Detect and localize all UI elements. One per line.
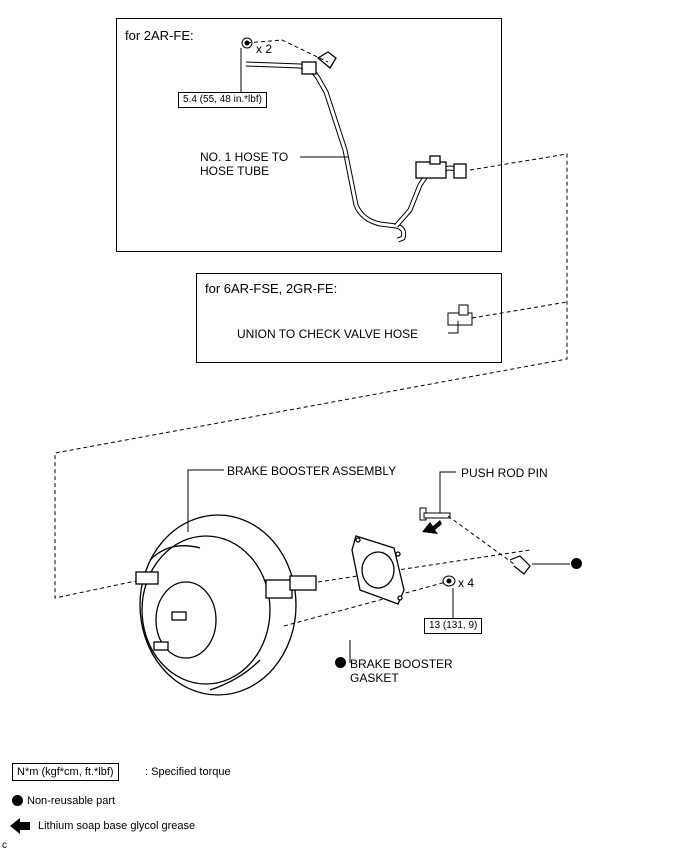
bolt-dashed-line xyxy=(246,39,329,63)
union-drawing xyxy=(447,304,473,326)
box-6ar-title: for 6AR-FSE, 2GR-FE: xyxy=(205,281,338,296)
torque-box-nut: 13 (131, 9) xyxy=(424,618,483,634)
booster-dashed-axis xyxy=(317,549,531,583)
clip-drawing xyxy=(509,555,531,575)
legend-torque-box: N*m (kgf*cm, ft.*lbf) xyxy=(12,763,119,781)
union-label: UNION TO CHECK VALVE HOSE xyxy=(237,327,419,341)
box-2ar-title: for 2AR-FE: xyxy=(125,28,194,43)
box-2ar-fe xyxy=(116,18,502,252)
gasket-label-line2: GASKET xyxy=(350,671,399,685)
connection-dashed-frame xyxy=(54,153,568,599)
nut-drawing xyxy=(442,575,456,587)
legend-non-reusable: Non-reusable part xyxy=(27,795,116,807)
torque-box-top: 5.4 (55, 48 in.*lbf) xyxy=(178,92,267,108)
gasket-drawing xyxy=(351,535,405,605)
hose-tube-drawing xyxy=(245,51,467,243)
legend-non-reusable-dot xyxy=(12,795,23,806)
nut-quantity: x 4 xyxy=(458,576,475,590)
bolt-quantity: x 2 xyxy=(256,42,273,56)
push-rod-pin-label: PUSH ROD PIN xyxy=(461,466,548,480)
push-rod-leader xyxy=(439,471,456,513)
booster-leader xyxy=(187,469,224,532)
box-6ar-fse xyxy=(196,273,502,363)
push-rod-pin-drawing xyxy=(419,507,451,521)
union-leader xyxy=(448,321,459,334)
legend-torque-desc: : Specified torque xyxy=(145,766,231,778)
non-reusable-dot-gasket xyxy=(335,657,346,668)
union-dashed-line xyxy=(471,301,568,319)
booster-label: BRAKE BOOSTER ASSEMBLY xyxy=(227,464,397,478)
pin-dashed-line xyxy=(447,515,515,565)
gasket-label-line1: BRAKE BOOSTER xyxy=(350,657,453,671)
corner-mark: c xyxy=(2,840,7,851)
grease-arrow-icon xyxy=(422,520,442,534)
hose-label-line1: NO. 1 HOSE TO xyxy=(200,150,289,164)
legend-grease: Lithium soap base glycol grease xyxy=(38,820,196,832)
hose-label-line2: HOSE TUBE xyxy=(200,164,270,178)
brake-booster-drawing xyxy=(135,514,317,696)
non-reusable-dot-clip xyxy=(571,558,582,569)
legend-arrow-icon xyxy=(10,818,30,834)
